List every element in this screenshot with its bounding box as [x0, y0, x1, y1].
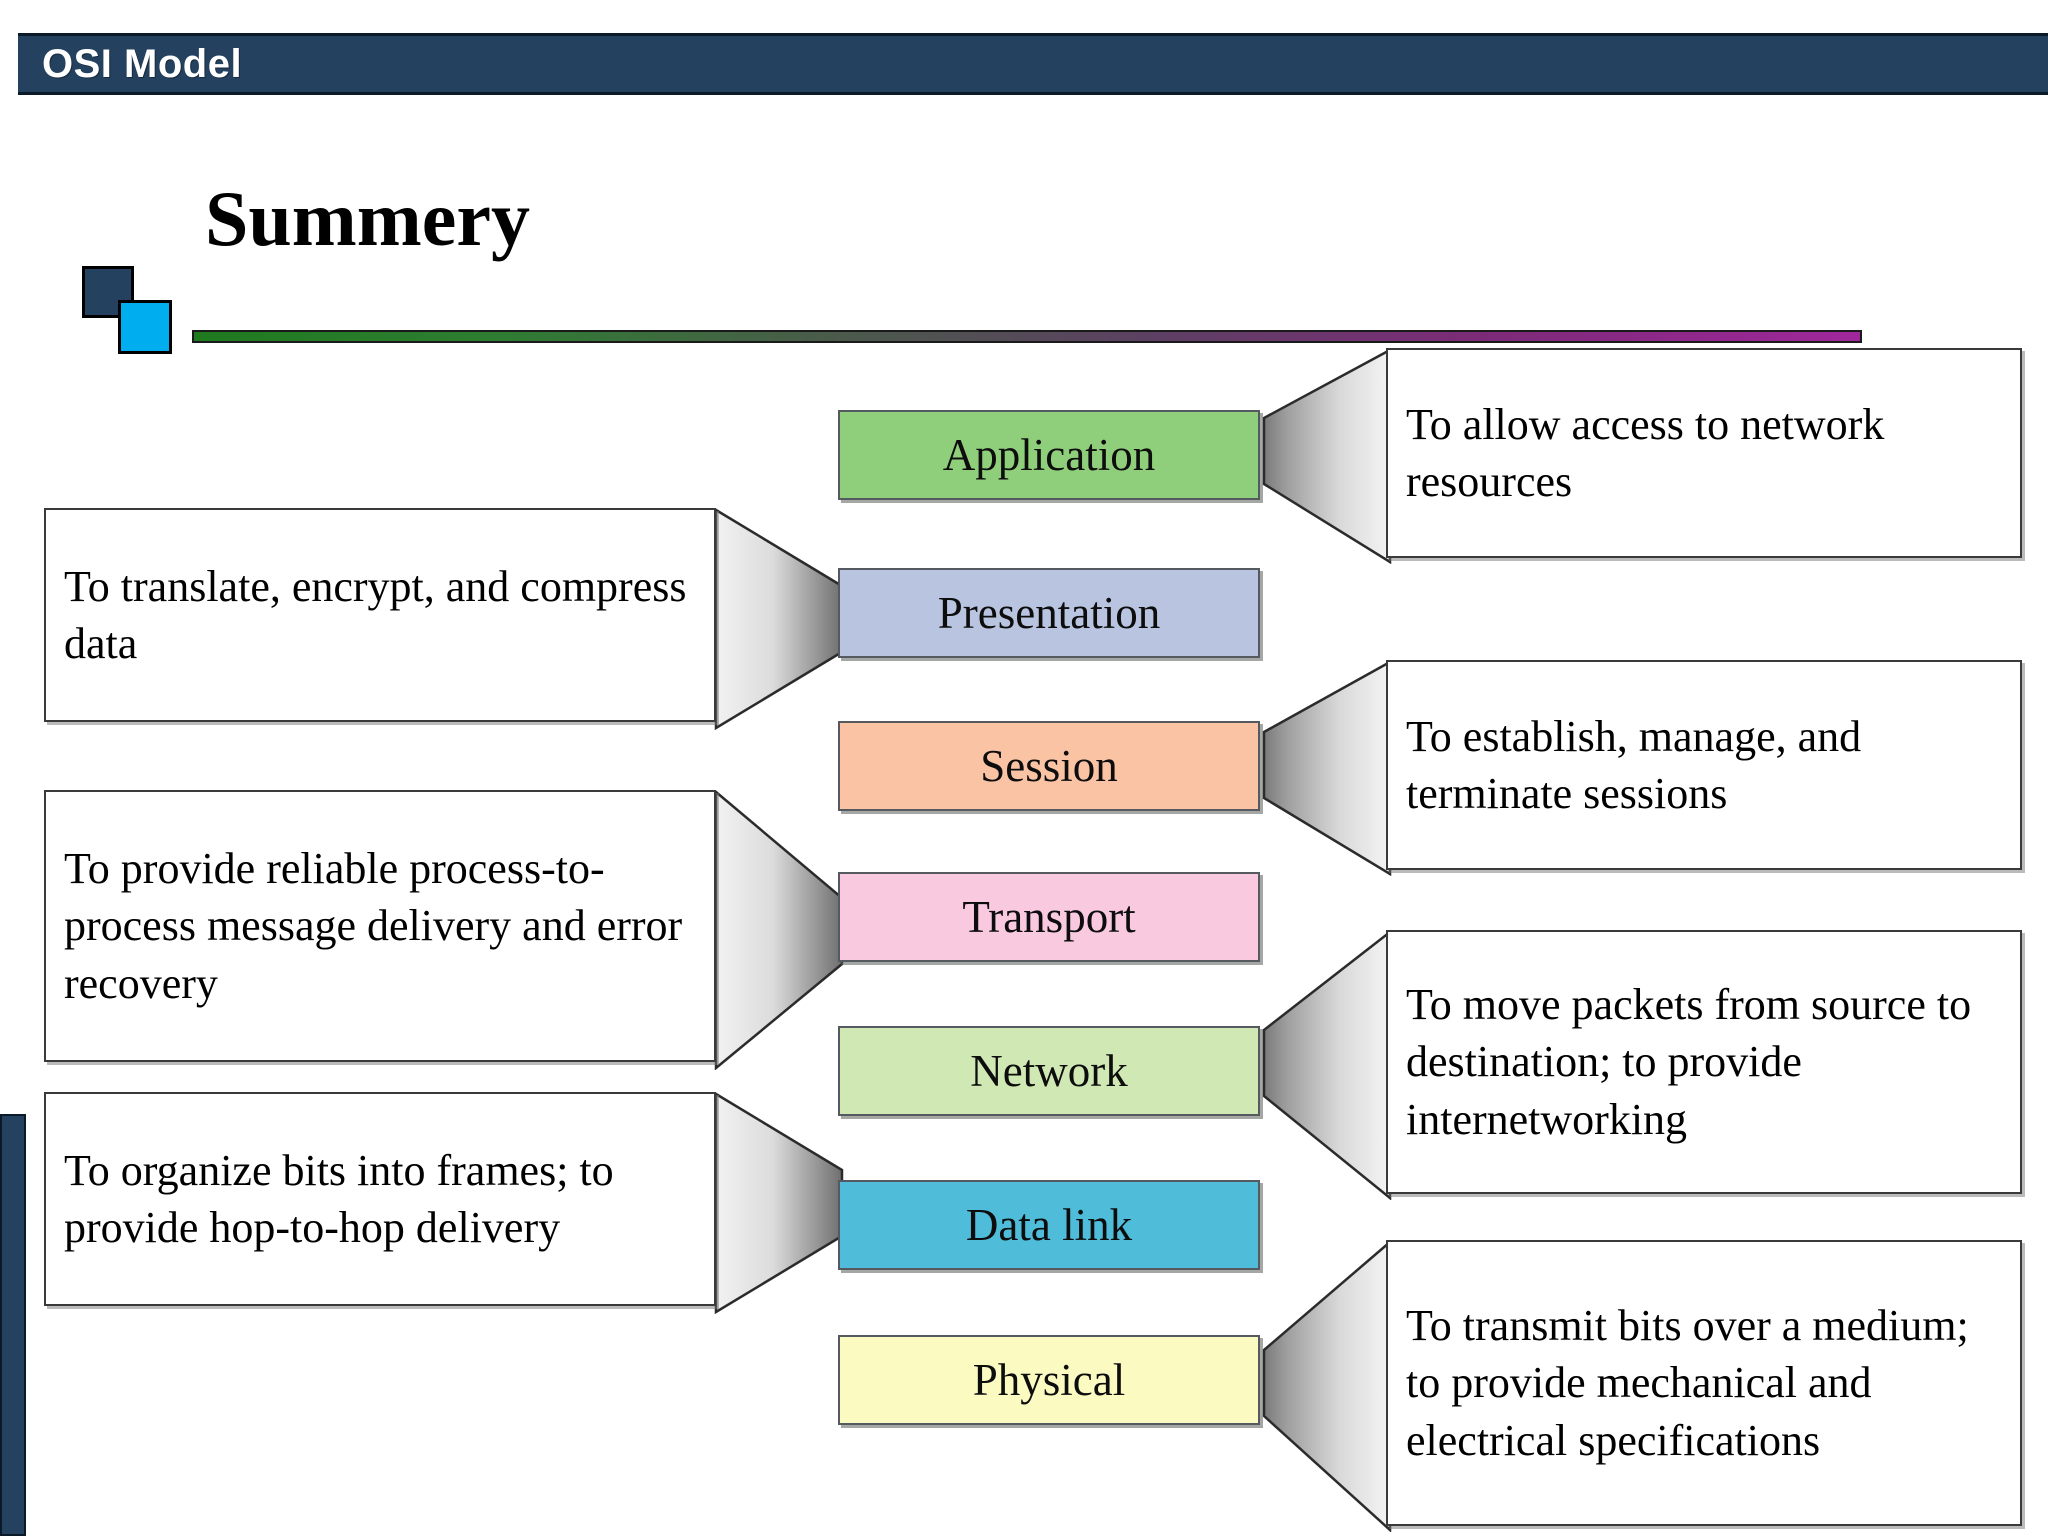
description-text: To allow access to network resources	[1406, 399, 1885, 506]
left-edge-accent-bar	[0, 1114, 26, 1536]
description-box-data-link: To organize bits into frames; to provide…	[44, 1092, 716, 1306]
layer-box-presentation[interactable]: Presentation	[838, 568, 1260, 658]
connector-network-right	[1258, 930, 1392, 1200]
layer-label: Network	[970, 1046, 1128, 1096]
connector-application-right	[1258, 348, 1392, 564]
description-box-session: To establish, manage, and terminate sess…	[1386, 660, 2022, 870]
layer-box-network[interactable]: Network	[838, 1026, 1260, 1116]
layer-box-transport[interactable]: Transport	[838, 872, 1260, 962]
layer-label: Presentation	[937, 588, 1161, 638]
description-text: To provide reliable process-to-process m…	[64, 844, 683, 1008]
layer-box-application[interactable]: Application	[838, 410, 1260, 500]
connector-transport-left	[714, 790, 844, 1070]
description-box-network: To move packets from source to destinati…	[1386, 930, 2022, 1194]
description-box-physical: To transmit bits over a medium; to provi…	[1386, 1240, 2022, 1526]
description-box-application: To allow access to network resources	[1386, 348, 2022, 558]
layer-label: Transport	[962, 892, 1136, 942]
title-underline-rule	[192, 330, 1862, 343]
header-bar: OSI Model	[18, 33, 2048, 95]
decorative-square-dark-icon	[82, 266, 134, 318]
description-box-presentation: To translate, encrypt, and compress data	[44, 508, 716, 722]
layer-box-data-link[interactable]: Data link	[838, 1180, 1260, 1270]
layer-box-session[interactable]: Session	[838, 721, 1260, 811]
description-text: To organize bits into frames; to provide…	[64, 1145, 614, 1252]
page-title: Summery	[205, 175, 530, 262]
description-text: To transmit bits over a medium; to provi…	[1406, 1301, 1969, 1465]
description-text: To translate, encrypt, and compress data	[64, 561, 687, 668]
layer-label: Data link	[965, 1200, 1133, 1250]
header-title: OSI Model	[42, 41, 243, 86]
layer-label: Application	[942, 430, 1156, 480]
description-text: To establish, manage, and terminate sess…	[1406, 711, 1862, 818]
layer-box-physical[interactable]: Physical	[838, 1335, 1260, 1425]
connector-presentation-left	[714, 508, 844, 730]
layer-label: Session	[980, 741, 1118, 791]
layer-label: Physical	[972, 1355, 1126, 1405]
connector-physical-right	[1258, 1240, 1392, 1532]
description-box-transport: To provide reliable process-to-process m…	[44, 790, 716, 1062]
decorative-square-cyan-icon	[118, 300, 172, 354]
connector-session-right	[1258, 660, 1392, 876]
description-text: To move packets from source to destinati…	[1406, 980, 1972, 1144]
connector-datalink-left	[714, 1092, 844, 1314]
